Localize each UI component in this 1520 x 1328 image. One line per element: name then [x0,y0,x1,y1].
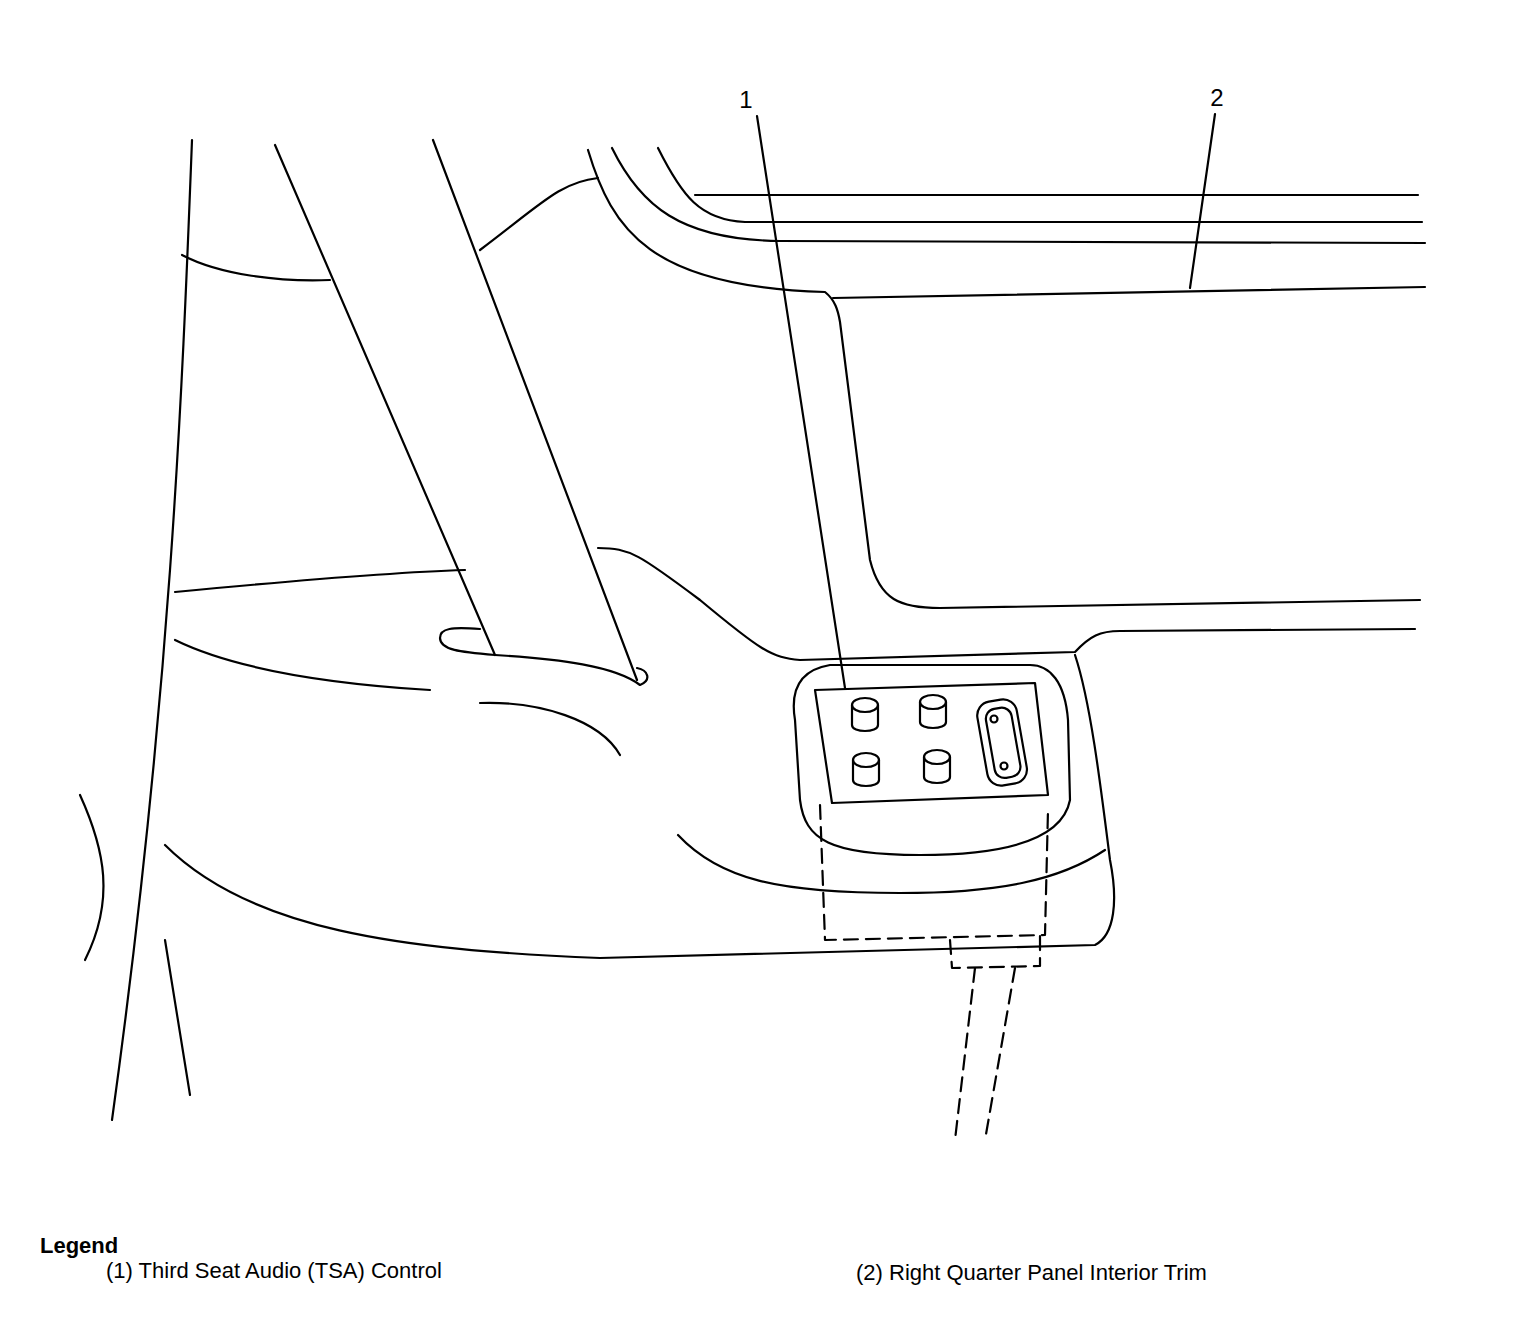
legend-entry: (2) Right Quarter Panel Interior Trim [856,1260,1207,1285]
legend-entry: (1) Third Seat Audio (TSA) Control [106,1258,442,1283]
legend-heading: Legend [40,1233,118,1258]
callout-number: 1 [739,86,752,114]
callout-number: 2 [1210,84,1223,112]
